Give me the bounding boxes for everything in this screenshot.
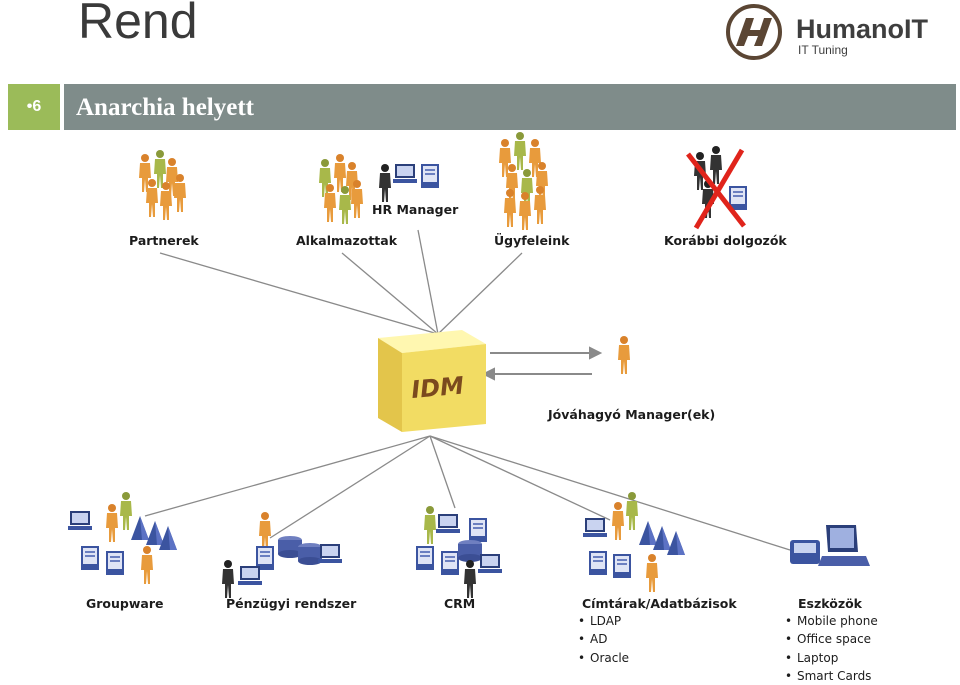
slide-number: •6 — [8, 84, 60, 130]
label-groupware: Groupware — [86, 596, 163, 611]
label-partners: Partnerek — [129, 233, 199, 248]
label-customers: Ügyfeleink — [494, 233, 570, 248]
directories-list: • LDAP • AD • Oracle — [578, 614, 629, 665]
label-approver: Jóváhagyó Manager(ek) — [547, 407, 715, 422]
directories-databases-icon — [583, 492, 685, 592]
svg-text:•: • — [578, 651, 585, 665]
list-item: Smart Cards — [797, 669, 871, 683]
list-item: AD — [590, 632, 607, 646]
connector-lines — [144, 229, 791, 551]
crm-icon — [416, 506, 502, 598]
partners-people-icon — [139, 150, 186, 220]
svg-text:•: • — [578, 614, 585, 628]
svg-text:•: • — [785, 632, 792, 646]
idm-label: IDM — [410, 371, 465, 403]
finance-system-icon — [222, 512, 342, 598]
former-employees-icon — [686, 146, 747, 230]
label-finance-system: Pénzügyi rendszer — [226, 596, 357, 611]
svg-text:•: • — [785, 614, 792, 628]
list-item: Oracle — [590, 651, 629, 665]
list-item: Laptop — [797, 651, 838, 665]
employees-people-icon — [319, 154, 363, 224]
section-bar — [64, 84, 956, 130]
list-item: Office space — [797, 632, 871, 646]
label-crm: CRM — [444, 596, 475, 611]
section-title: Anarchia helyett — [76, 94, 254, 121]
svg-text:•: • — [785, 669, 792, 683]
customers-people-icon — [499, 132, 548, 230]
logo-brand: HumanoIT — [796, 14, 929, 44]
list-item: LDAP — [590, 614, 621, 628]
list-item: Mobile phone — [797, 614, 878, 628]
groupware-icon — [68, 492, 177, 584]
label-directories-databases: Címtárak/Adatbázisok — [582, 596, 737, 611]
label-devices: Eszközök — [798, 596, 863, 611]
label-hr-manager: HR Manager — [372, 202, 459, 217]
hr-manager-workstation-icon — [379, 164, 439, 202]
page-title: Rend — [78, 0, 198, 49]
approver-person-icon — [618, 336, 630, 374]
svg-text:•: • — [785, 651, 792, 665]
devices-list: • Mobile phone • Office space • Laptop • Sma… — [785, 614, 878, 683]
label-former-employees: Korábbi dolgozók — [664, 233, 787, 248]
humanoit-logo: HumanoIT IT Tuning — [726, 4, 929, 60]
devices-icon — [790, 525, 870, 566]
label-employees: Alkalmazottak — [296, 233, 398, 248]
idm-box: IDM — [378, 330, 486, 432]
approval-arrows — [481, 346, 603, 381]
logo-tagline: IT Tuning — [798, 43, 848, 57]
svg-text:•: • — [578, 632, 585, 646]
